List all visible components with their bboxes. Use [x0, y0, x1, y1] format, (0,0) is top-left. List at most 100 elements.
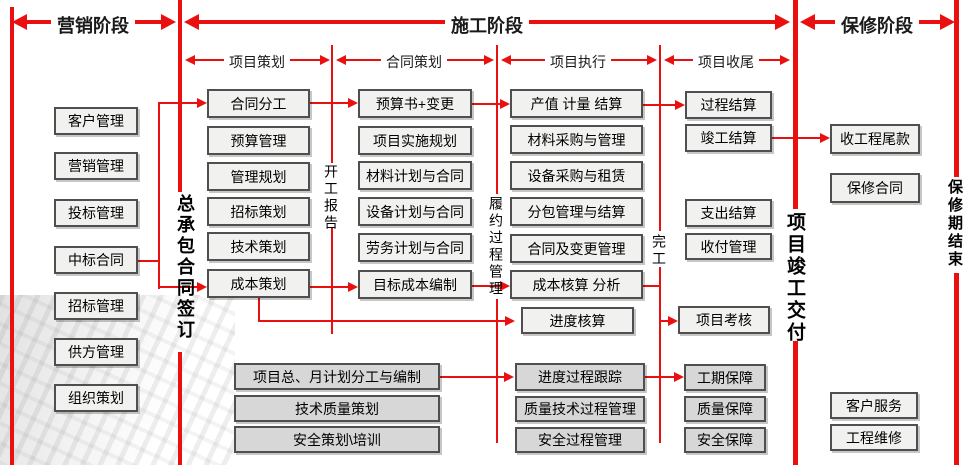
flow-box: 投标管理: [54, 199, 138, 227]
arrow-right-icon: [500, 281, 510, 291]
flow-box: 工程维修: [830, 424, 918, 451]
flow-box: 产值 计量 结算: [510, 89, 643, 118]
arrow-left-icon: [501, 55, 511, 65]
flow-box: 成本核算 分析: [510, 270, 643, 299]
arrow-left-icon: [800, 14, 815, 30]
flow-box: 组织策划: [54, 384, 138, 412]
flow-box: 技术策划: [207, 232, 310, 261]
phase-label-warranty: 保修阶段: [835, 12, 919, 38]
stage-divider-line: [659, 45, 661, 231]
arrow-right-icon: [197, 98, 207, 108]
arrow-right-icon: [775, 14, 790, 30]
flow-box: 质量技术过程管理: [515, 396, 645, 422]
flow-box: 安全保障: [684, 427, 766, 453]
arrow-right-icon: [505, 316, 515, 326]
flow-box: 招标管理: [54, 292, 138, 320]
flow-box: 技术质量策划: [234, 395, 440, 422]
milestone-project-handover: 项目竣工交付: [784, 212, 805, 344]
arrow-right-icon: [197, 282, 207, 292]
connector-line: [310, 102, 349, 104]
flow-box: 工期保障: [684, 364, 766, 391]
phase-label-marketing: 营销阶段: [51, 12, 135, 38]
phase-divider-line: [793, 341, 798, 465]
flow-box: 项目实施规划: [358, 126, 472, 155]
connector-line: [158, 103, 160, 289]
flow-box: 设备计划与合同: [358, 197, 472, 226]
flow-box: 进度过程跟踪: [515, 363, 645, 391]
flow-box: 保修合同: [830, 173, 920, 203]
milestone-start-report: 开工报告: [323, 164, 339, 232]
flow-box: 过程结算: [685, 91, 772, 119]
flow-box: 材料采购与管理: [510, 125, 643, 154]
connector-line: [158, 102, 198, 104]
flow-box: 供方管理: [54, 338, 138, 366]
arrow-right-icon: [940, 14, 955, 30]
stage-divider-line: [496, 45, 498, 194]
milestone-completion: 完工: [651, 234, 667, 268]
flow-box: 设备采购与租赁: [510, 161, 643, 190]
flow-box: 预算书+变更: [358, 89, 472, 118]
connector-line: [472, 285, 501, 287]
flow-box: 客户管理: [54, 107, 138, 135]
stage-divider-line: [496, 299, 498, 443]
arrow-right-icon: [674, 372, 684, 382]
arrow-right-icon: [504, 372, 514, 382]
connector-line: [645, 376, 675, 378]
arrow-right-icon: [647, 55, 657, 65]
flow-box: 合同分工: [207, 89, 310, 118]
flow-box: 中标合同: [54, 246, 138, 274]
connector-line: [258, 320, 506, 322]
arrow-left-icon: [12, 14, 27, 30]
phase-divider-line: [178, 0, 182, 192]
connector-line: [643, 285, 660, 287]
background-photo-corner: [0, 295, 235, 465]
stage-divider-line: [659, 267, 661, 443]
arrow-right-icon: [668, 316, 678, 326]
phase-label-construction: 施工阶段: [445, 12, 529, 38]
flow-box: 劳务计划与合同: [358, 233, 472, 262]
arrow-right-icon: [484, 55, 494, 65]
connector-line: [158, 286, 198, 288]
phase-border-line-left: [10, 7, 14, 465]
flow-box: 进度核算: [521, 307, 634, 334]
flow-box: 分包管理与结算: [510, 197, 643, 226]
flow-box: 项目总、月计划分工与编制: [234, 363, 440, 390]
stage-divider-line: [331, 228, 333, 334]
flow-box: 支出结算: [685, 199, 772, 227]
arrow-right-icon: [780, 55, 790, 65]
flow-box: 预算管理: [207, 126, 310, 155]
flow-box: 客户服务: [830, 392, 918, 419]
connector-line: [440, 376, 505, 378]
flow-box: 安全过程管理: [515, 427, 645, 453]
subphase-label-contract: 合同策划: [381, 52, 447, 72]
connector-line: [137, 260, 160, 262]
flow-box: 营销管理: [54, 152, 138, 180]
subphase-label-closeout: 项目收尾: [693, 52, 759, 72]
arrow-right-icon: [500, 99, 510, 109]
arrow-right-icon: [348, 98, 358, 108]
flow-box: 招标策划: [207, 197, 310, 226]
arrow-left-icon: [185, 55, 195, 65]
flow-box: 成本策划: [207, 269, 310, 298]
flow-box: 材料计划与合同: [358, 161, 472, 190]
milestone-performance-management: 履约过程管理: [488, 196, 504, 298]
connector-line: [659, 285, 661, 322]
arrow-right-icon: [820, 133, 830, 143]
flow-box: 收工程尾款: [830, 124, 920, 154]
flow-box: 项目考核: [678, 306, 770, 334]
subphase-label-execution: 项目执行: [545, 52, 611, 72]
flow-box: 合同及变更管理: [510, 234, 643, 263]
flow-box: 管理规划: [207, 162, 310, 191]
arrow-left-icon: [336, 55, 346, 65]
arrow-right-icon: [348, 282, 358, 292]
phase-divider-line: [178, 352, 182, 465]
flow-box: 质量保障: [684, 396, 766, 422]
connector-line: [258, 298, 260, 322]
subphase-label-planning: 项目策划: [224, 52, 290, 72]
connector-line: [643, 104, 676, 106]
arrow-left-icon: [664, 55, 674, 65]
flow-box: 目标成本编制: [358, 270, 472, 299]
connector-line: [472, 103, 501, 105]
flow-box: 竣工结算: [685, 124, 772, 152]
